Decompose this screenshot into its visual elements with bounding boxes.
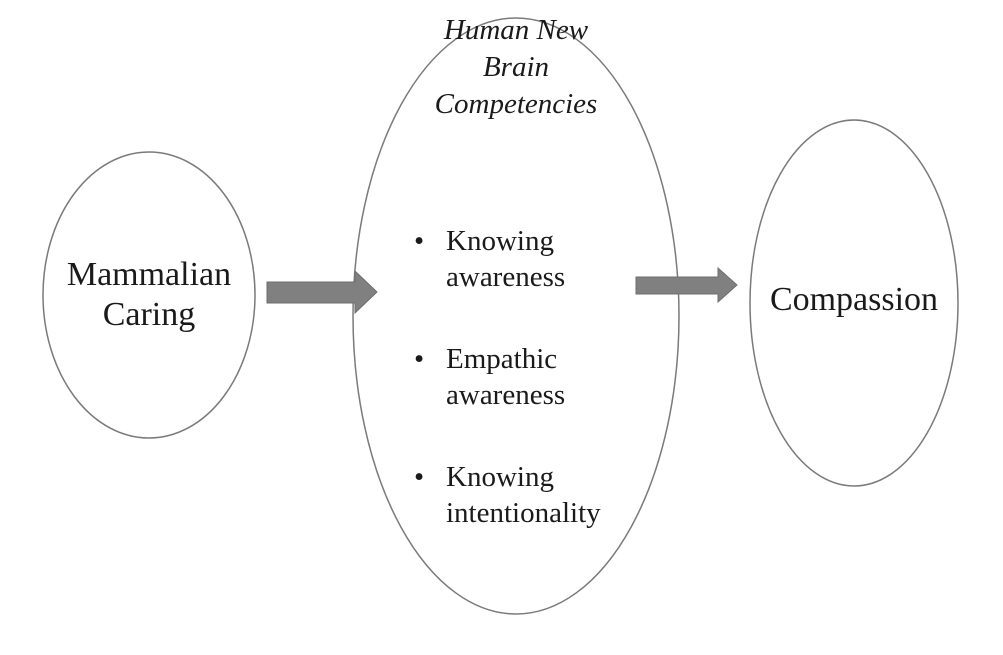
mammalian-caring-line1: Mammalian: [66, 256, 232, 293]
heading-line: Brain: [482, 51, 550, 83]
mammalian-caring-label: Mammalian Caring: [43, 255, 255, 335]
item-line2: intentionality: [446, 497, 601, 529]
heading-line: Human New: [443, 14, 589, 46]
item-line1: Empathic: [446, 343, 558, 375]
arrow-competencies-to-compassion: [635, 266, 738, 304]
bullet-icon: •: [414, 461, 425, 493]
competencies-ellipse: [352, 17, 680, 615]
mammalian-caring-ellipse: [42, 151, 256, 439]
competencies-list: • Knowing awareness • Empathic awareness…: [412, 223, 652, 577]
mammalian-caring-line2: Caring: [102, 296, 196, 333]
arrow-caring-to-competencies: [266, 269, 378, 315]
compassion-label: Compassion: [769, 281, 939, 318]
item-line2: awareness: [446, 261, 566, 293]
list-item: • Knowing intentionality: [412, 459, 652, 531]
bullet-icon: •: [414, 343, 425, 375]
list-item: • Knowing awareness: [412, 223, 652, 295]
heading-line: Competencies: [434, 88, 598, 120]
competencies-heading: Human New Brain Competencies: [400, 12, 632, 123]
item-line1: Knowing: [446, 461, 554, 493]
bullet-icon: •: [414, 225, 425, 257]
item-line1: Knowing: [446, 225, 554, 257]
item-line2: awareness: [446, 379, 566, 411]
list-item: • Empathic awareness: [412, 341, 652, 413]
compassion-ellipse: [749, 119, 959, 487]
